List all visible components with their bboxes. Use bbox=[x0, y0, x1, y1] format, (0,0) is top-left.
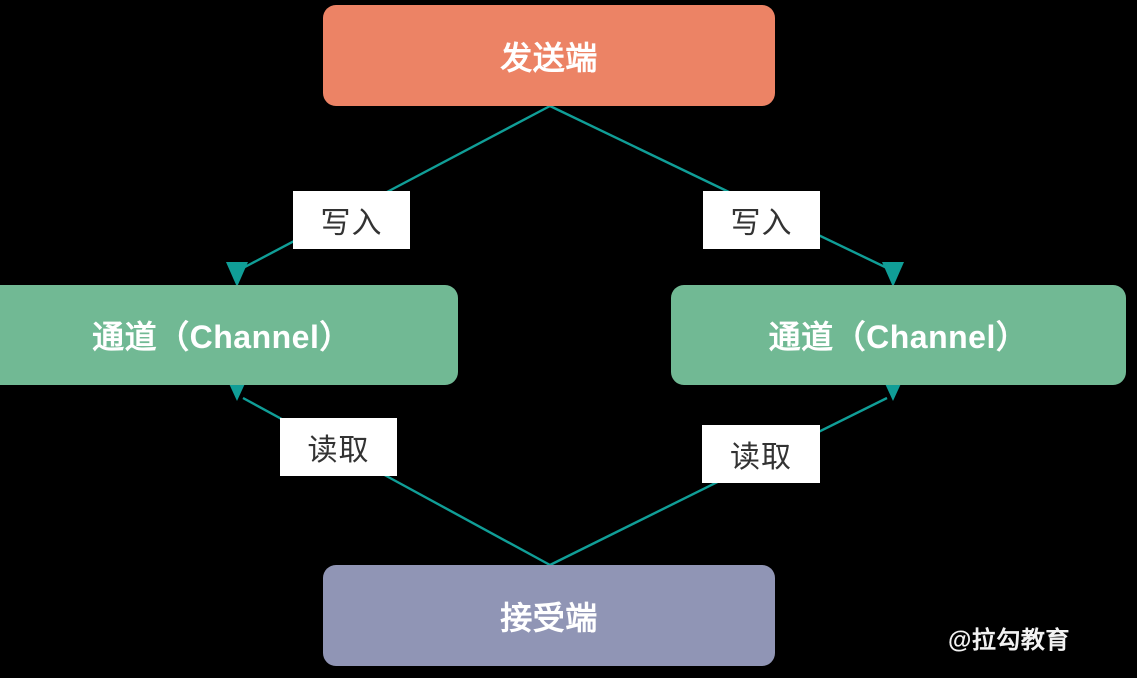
node-channel-right[interactable]: 通道（Channel） bbox=[671, 285, 1126, 385]
node-sender[interactable]: 发送端 bbox=[323, 5, 775, 106]
node-receiver-label: 接受端 bbox=[500, 599, 598, 636]
node-receiver[interactable]: 接受端 bbox=[323, 565, 775, 666]
node-channel-left-label: 通道（Channel） bbox=[92, 319, 352, 355]
edge-label-read-left: 读取 bbox=[280, 418, 397, 476]
arrowhead-channel-right-top bbox=[882, 262, 904, 287]
edge-label-write-left: 写入 bbox=[293, 191, 410, 249]
watermark: @拉勾教育 bbox=[948, 627, 1070, 654]
edge-label-write-right: 写入 bbox=[703, 191, 820, 249]
arrowhead-channel-left-top bbox=[226, 262, 248, 287]
node-channel-right-label: 通道（Channel） bbox=[768, 319, 1029, 355]
edge-label-read-right: 读取 bbox=[702, 425, 820, 483]
node-sender-label: 发送端 bbox=[500, 39, 598, 76]
node-channel-left[interactable]: 通道（Channel） bbox=[0, 285, 458, 385]
